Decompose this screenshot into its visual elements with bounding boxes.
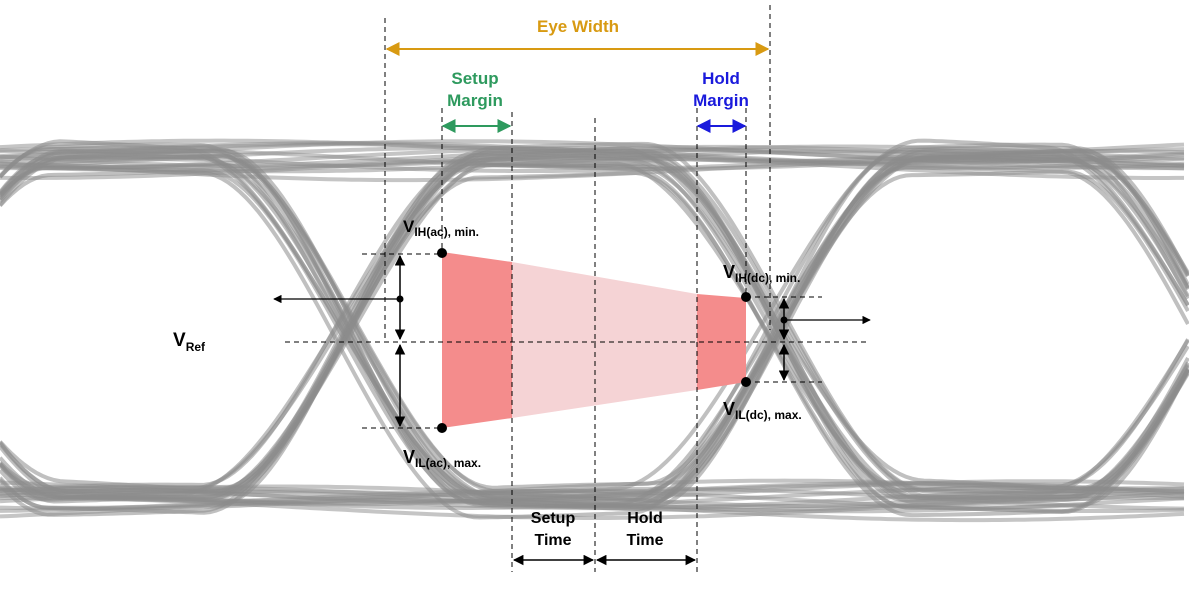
setup-time-label-line1: Setup [531, 510, 576, 527]
setup-margin-label-line2: Margin [447, 91, 503, 110]
setup-time-label-line2: Time [534, 532, 571, 549]
waveform-trace [0, 142, 1189, 503]
hold-time-label-line2: Time [626, 532, 663, 549]
guide-lines [285, 5, 870, 572]
waveform-traces [0, 138, 1189, 523]
hold-margin-label-line1: Hold [702, 69, 740, 88]
setup-margin-label-line1: Setup [451, 69, 498, 88]
eye-width-label: Eye Width [537, 17, 619, 36]
waveform-rail [0, 486, 1185, 510]
hold-margin-label-line2: Margin [693, 91, 749, 110]
waveform-rail [0, 156, 1184, 180]
waveform-rail [0, 146, 1185, 171]
mask-corner-dots [396, 248, 788, 433]
vil-ac-label: VIL(ac), max. [403, 447, 481, 470]
mask-light-region [512, 262, 697, 418]
mask-setup-region [442, 252, 512, 428]
vref-label: VRef [173, 330, 206, 354]
vih-dc-label: VIH(dc), min. [723, 262, 800, 285]
waveform-rail [0, 482, 1185, 507]
waveform-trace [0, 163, 1189, 518]
hold-time-label-line1: Hold [627, 510, 663, 527]
vil-dc-label: VIL(dc), max. [723, 399, 802, 422]
vih-ac-label: VIH(ac), min. [403, 217, 479, 239]
waveform-rail [0, 142, 1185, 167]
